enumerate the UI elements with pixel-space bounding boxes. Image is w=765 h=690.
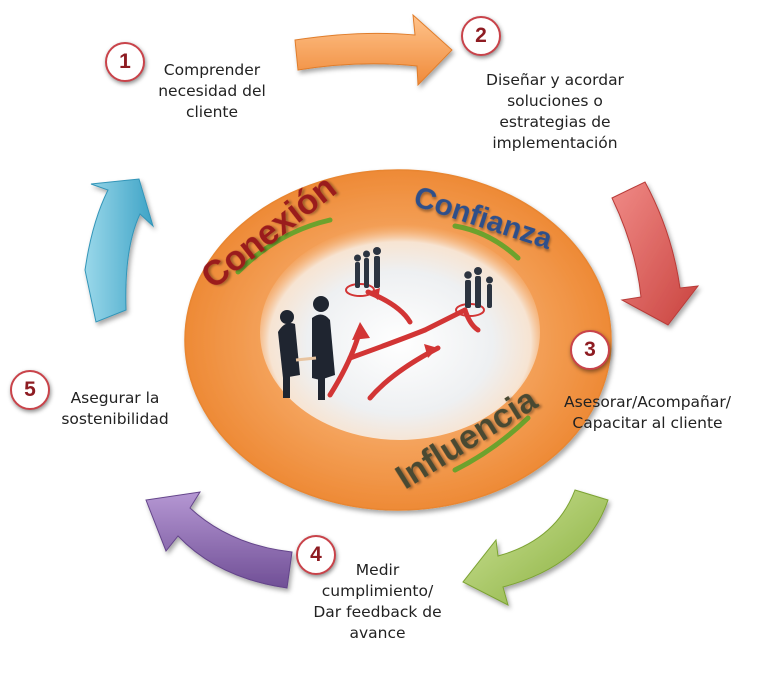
step-2-badge: 2 [461, 16, 501, 56]
step-5-badge: 5 [10, 370, 50, 410]
arrow-5-to-1 [84, 178, 154, 323]
arrow-2-to-3 [611, 181, 700, 326]
arrow-3-to-4 [462, 489, 609, 606]
influencia-swoosh [452, 415, 531, 473]
step-3-badge: 3 [570, 330, 610, 370]
step-4-badge: 4 [296, 535, 336, 575]
business-people-network-photo [278, 247, 493, 401]
step-4-text: Medir cumplimiento/ Dar feedback de avan… [313, 561, 442, 642]
step-2-text: Diseñar y acordar soluciones o estrategi… [486, 71, 624, 152]
confianza-swoosh [452, 223, 521, 261]
step-5-text: Asegurar la sostenibilidad [61, 389, 169, 428]
conexion-swoosh [235, 217, 333, 275]
step-1-text: Comprender necesidad del cliente [158, 61, 266, 121]
arrow-1-to-2 [294, 13, 453, 87]
arrow-4-to-5 [145, 491, 293, 589]
step-3-text: Asesorar/Acompañar/ Capacitar al cliente [564, 393, 731, 432]
step-1-badge: 1 [105, 42, 145, 82]
